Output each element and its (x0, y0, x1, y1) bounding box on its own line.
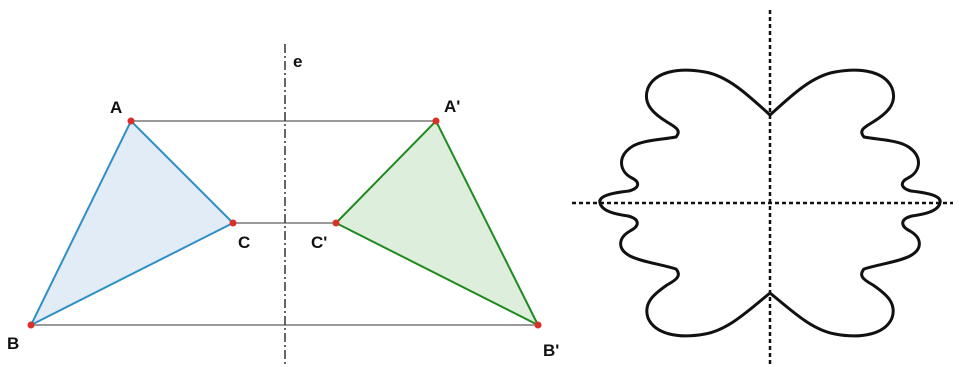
vertex-a (127, 117, 135, 125)
vertex-c-prime (332, 219, 340, 227)
label-b-prime: B' (543, 341, 559, 360)
vertex-b (27, 321, 35, 329)
vertex-b-prime (534, 321, 542, 329)
label-a: A (110, 98, 122, 117)
reflection-figure: e A B C A' B' C' (7, 44, 559, 364)
label-a-prime: A' (444, 97, 460, 116)
label-c: C (238, 233, 250, 252)
vertex-a-prime (432, 117, 440, 125)
triangle-abc (28, 119, 235, 328)
vertex-c (229, 219, 237, 227)
axis-e-label: e (293, 52, 302, 71)
label-c-prime: C' (311, 233, 327, 252)
triangle-abc-prime (334, 119, 541, 328)
symmetric-shape-figure (572, 10, 953, 364)
label-b: B (7, 334, 19, 353)
